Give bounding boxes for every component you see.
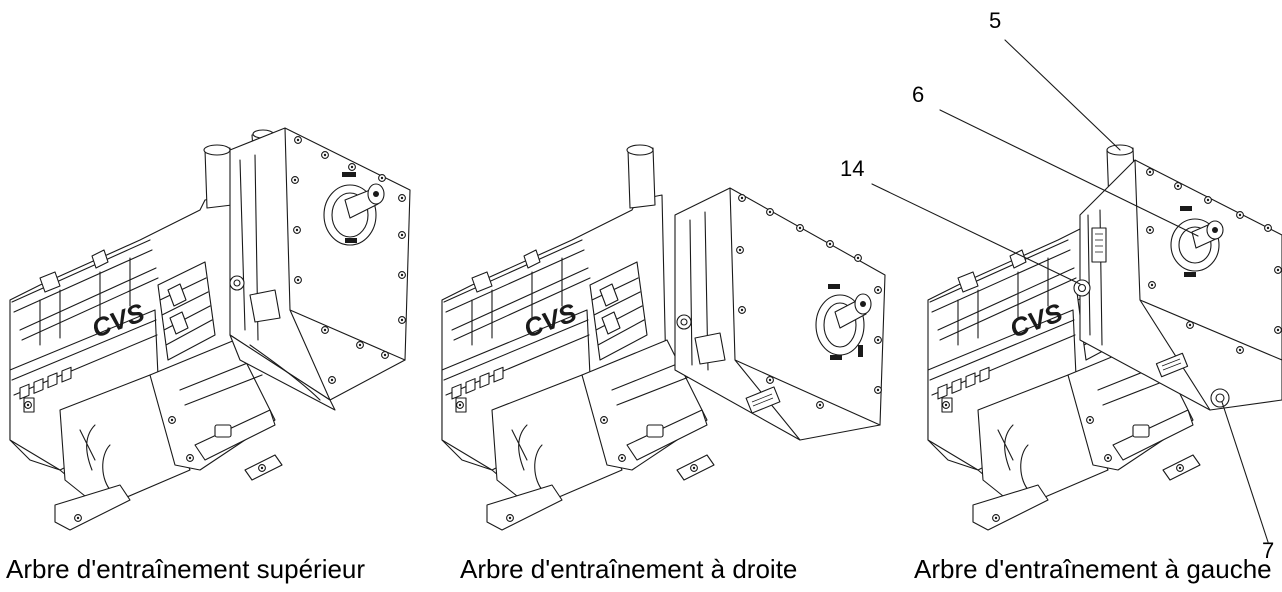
leader-lines <box>871 39 1269 543</box>
pump-view-top-shaft: CVS <box>10 127 411 530</box>
callout-14: 14 <box>840 156 865 181</box>
leader-line-14 <box>871 183 1081 285</box>
leader-line-7 <box>1221 401 1269 543</box>
pump-view-left-shaft: CVS <box>928 144 1282 530</box>
callout-6: 6 <box>912 82 925 107</box>
leader-line-5 <box>1004 39 1121 151</box>
caption-top-shaft: Arbre d'entraînement supérieur <box>6 554 366 584</box>
caption-right-shaft: Arbre d'entraînement à droite <box>460 554 798 584</box>
callout-5: 5 <box>989 8 1002 33</box>
caption-left-shaft: Arbre d'entraînement à gauche <box>914 554 1272 584</box>
leader-line-6 <box>939 109 1199 237</box>
pump-view-right-shaft: CVS <box>442 144 886 530</box>
callout-7: 7 <box>1262 538 1275 563</box>
